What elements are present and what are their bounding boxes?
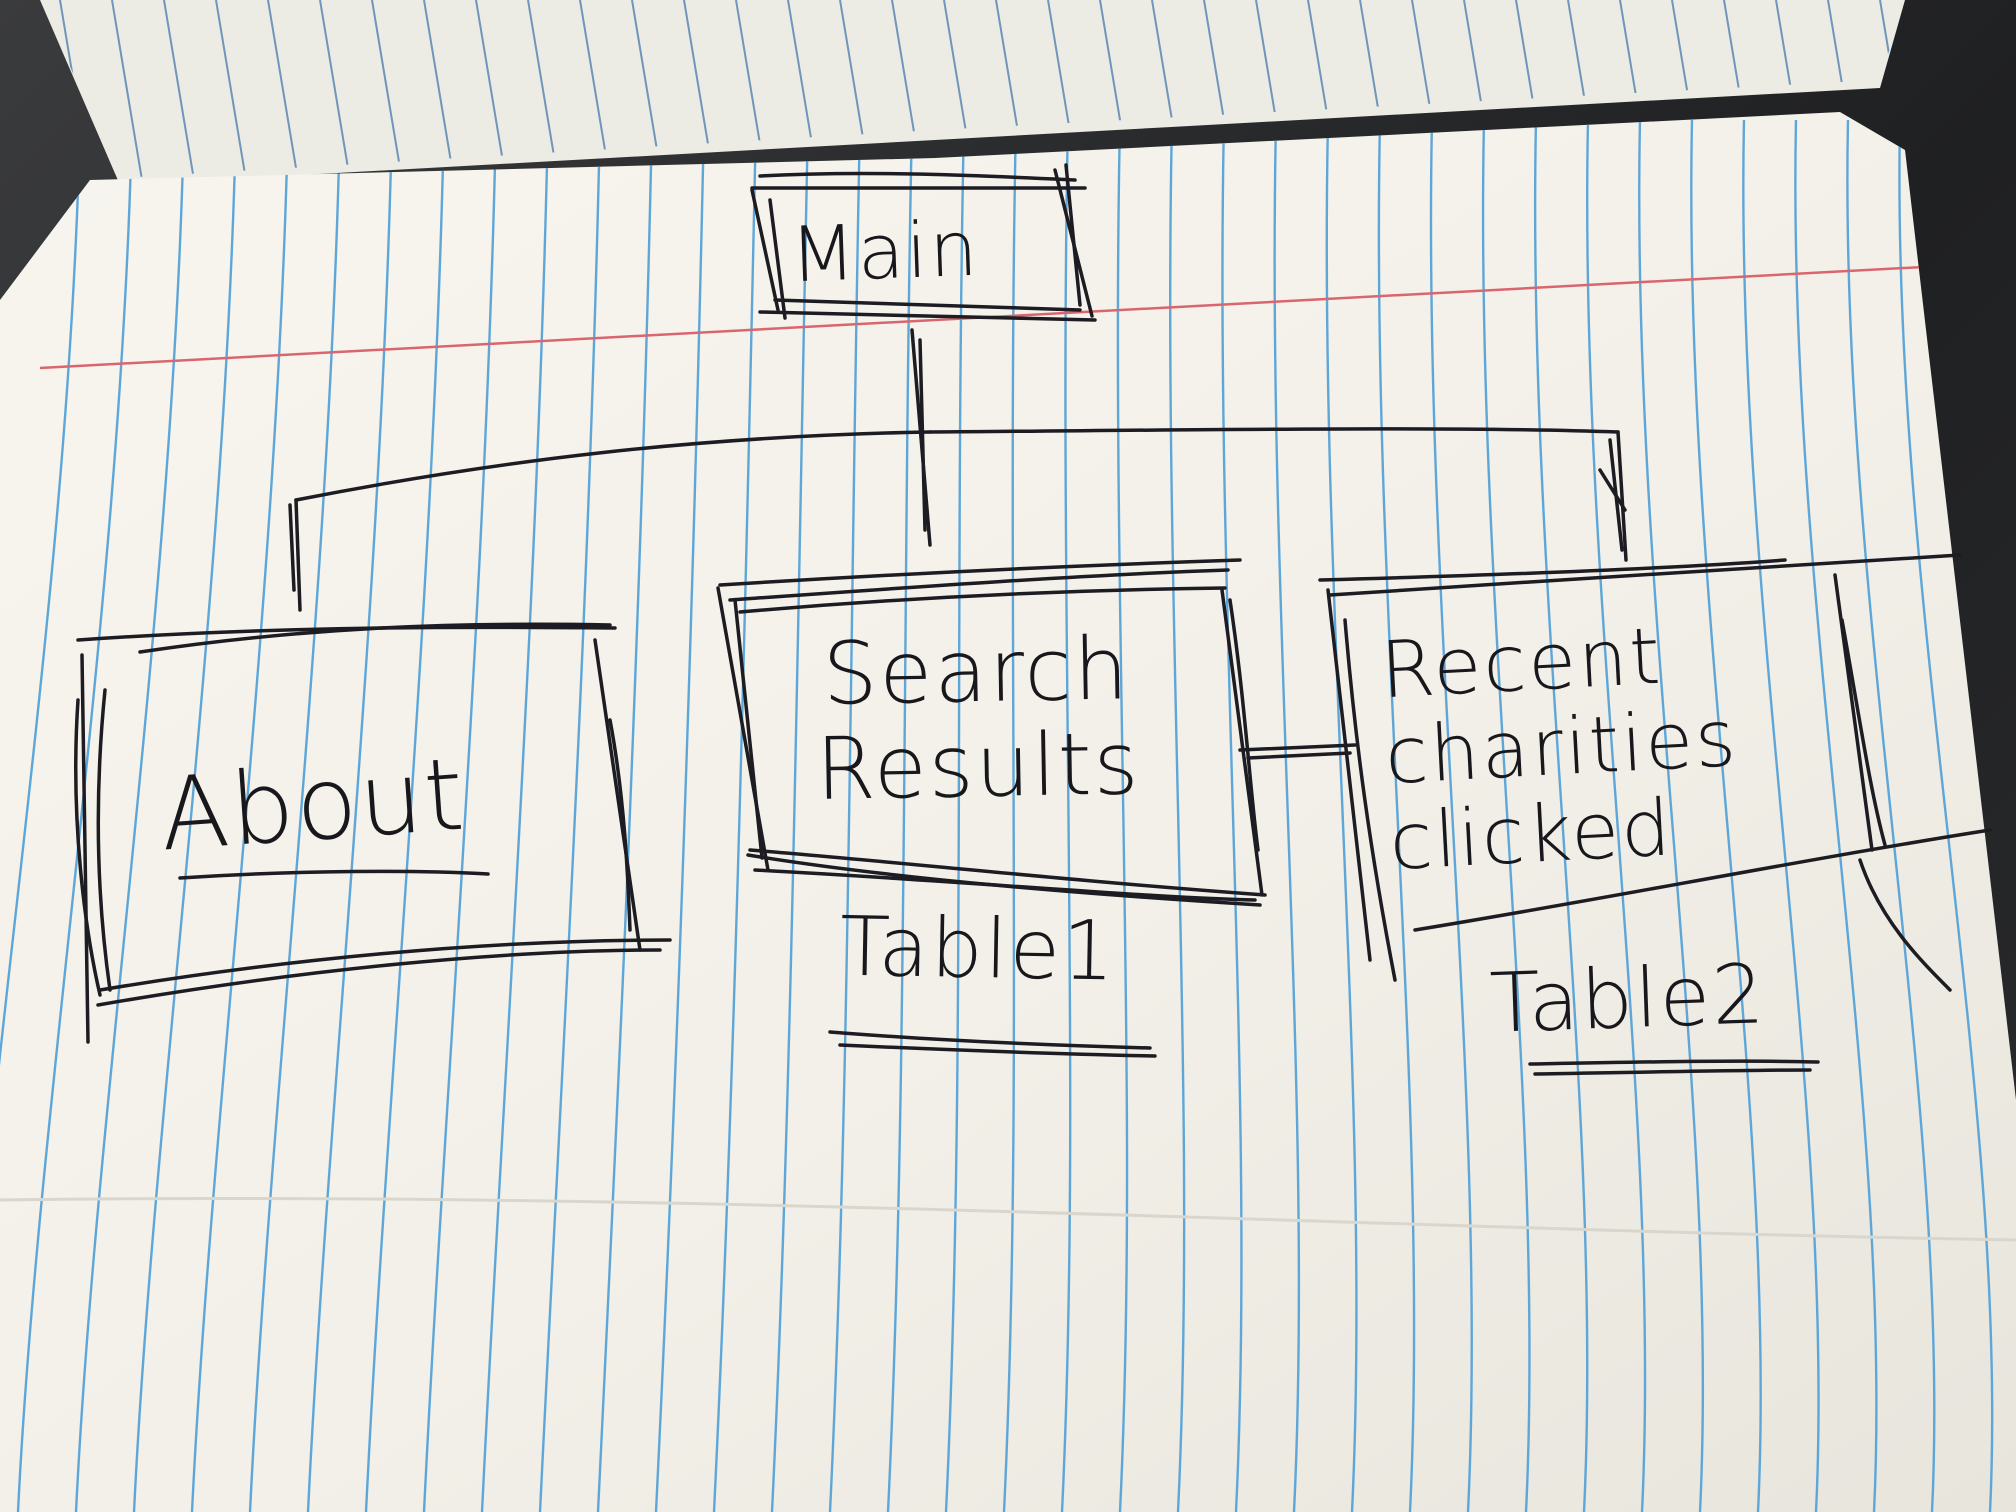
back-ruled-line (319, 0, 351, 178)
ruled-line (1690, 119, 1762, 1512)
recent-box (1318, 553, 1992, 992)
search-results-node-label: Search Results (813, 619, 1142, 820)
caption-underlines (828, 1030, 1820, 1076)
ruled-line (364, 119, 446, 1512)
back-ruled-line (475, 0, 507, 178)
ruled-line (0, 119, 82, 1512)
recent-label-line-2: charities (1382, 693, 1740, 802)
ruled-line (306, 119, 394, 1512)
ruled-line (480, 119, 550, 1512)
ruled-line (1585, 119, 1647, 1512)
diagram-strokes (74, 163, 1992, 1076)
back-ruled-line (371, 0, 403, 178)
ruled-line (1481, 119, 1531, 1512)
ruled-line (770, 119, 810, 1512)
main-node-label: Main (788, 203, 981, 300)
page-fold-shadow (0, 1196, 2016, 1242)
main-box (750, 163, 1097, 322)
ruled-line (1638, 119, 1705, 1512)
table2-caption: Table2 (1488, 947, 1768, 1052)
ruled-line (1325, 119, 1358, 1512)
back-ruled-line (111, 0, 143, 178)
ruled-line (712, 119, 758, 1512)
ruled-line (190, 119, 290, 1512)
search-label-line-1: Search (821, 619, 1132, 725)
back-ruled-line (215, 0, 247, 178)
ruled-line (1060, 119, 1072, 1512)
ruled-line (74, 119, 186, 1512)
ruled-line (1221, 119, 1243, 1512)
back-ruled-line (163, 0, 195, 178)
ruled-line (1898, 119, 1994, 1512)
ruled-line (248, 119, 342, 1512)
ruled-line (1169, 119, 1186, 1512)
search-box (716, 558, 1267, 907)
ruled-line (538, 119, 602, 1512)
ruled-line (1429, 119, 1473, 1512)
back-page (40, 0, 1905, 185)
ruled-line (886, 119, 914, 1512)
ruled-line (1377, 119, 1416, 1512)
ruled-line (1794, 119, 1878, 1512)
ruled-line (1846, 119, 1936, 1512)
ruled-line (1742, 119, 1820, 1512)
table1-caption: Table1 (839, 899, 1118, 1000)
back-ruled-line (267, 0, 299, 178)
back-page-rules (59, 0, 1905, 178)
ruled-line (654, 119, 706, 1512)
back-ruled-line (423, 0, 455, 178)
back-ruled-line (527, 0, 559, 178)
search-label-line-2: Results (814, 713, 1142, 820)
ruled-line (1533, 119, 1589, 1512)
tree-connector (288, 328, 1628, 612)
ruled-line (1116, 119, 1129, 1512)
ruled-line (422, 119, 498, 1512)
ruled-line (828, 119, 862, 1512)
recent-charities-node-label: Recent charities clicked (1378, 611, 1745, 888)
ruled-line (1273, 119, 1301, 1512)
search-recent-link (1238, 743, 1357, 752)
ruled-line (132, 119, 238, 1512)
ruled-line (944, 119, 966, 1512)
about-node-label: About (156, 735, 470, 874)
about-box (74, 622, 672, 1044)
ruled-line (1002, 119, 1018, 1512)
